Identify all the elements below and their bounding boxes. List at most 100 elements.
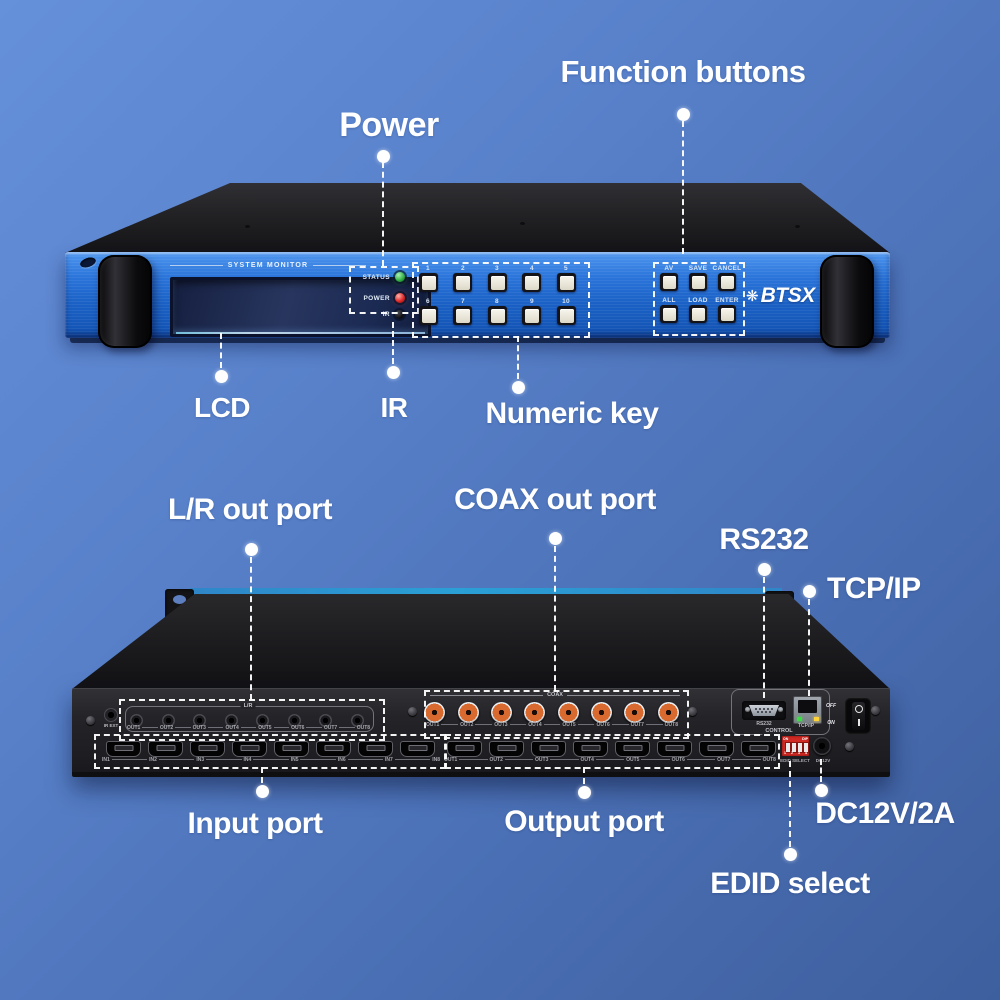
coax-port	[491, 702, 512, 723]
control-group-label: CONTROL	[762, 728, 796, 735]
numeric-key-5	[557, 273, 576, 292]
lr-highlight-box	[119, 699, 385, 741]
numeric-key-7	[453, 306, 472, 325]
callout-dot-function-buttons	[676, 107, 690, 121]
panel-screw	[688, 707, 697, 716]
power-label: POWER	[363, 294, 390, 302]
callout-dot-dc	[814, 783, 828, 797]
brand-logo-icon: ❋	[746, 287, 759, 305]
callout-lcd: LCD	[193, 392, 251, 423]
coax-port	[524, 702, 545, 723]
callout-edid-select: EDID select	[710, 867, 870, 900]
power-switch-off-mark	[854, 705, 863, 713]
callout-function-buttons: Function buttons	[560, 54, 806, 89]
coax-highlight-box	[424, 690, 689, 739]
callout-rs232: RS232	[719, 523, 809, 556]
panel-screw	[86, 716, 95, 725]
coax-port	[458, 702, 479, 723]
hdmi-out-port	[741, 741, 776, 757]
hdmi-in-port	[274, 741, 309, 757]
function-key-save	[689, 273, 707, 291]
coax-port	[558, 702, 579, 723]
hdmi-in-highlight-box	[94, 734, 446, 769]
numeric-key-10	[557, 306, 576, 325]
numeric-key-3-label: 3	[495, 265, 499, 272]
callout-line-coax	[554, 546, 556, 691]
numeric-key-5-label: 5	[564, 265, 568, 272]
callout-dot-input	[255, 784, 269, 798]
hdmi-in-port	[106, 741, 141, 757]
callout-output-port: Output port	[504, 805, 664, 838]
lr-port	[225, 714, 238, 727]
numeric-key-10-label: 10	[562, 298, 570, 305]
callout-input-port: Input port	[187, 807, 323, 840]
callout-line-ir	[392, 322, 394, 364]
function-key-load-label: LOAD	[688, 297, 708, 304]
panel-screw	[408, 707, 417, 716]
callout-dot-coax	[548, 531, 562, 545]
chassis-screw	[520, 222, 525, 225]
hdmi-in-port	[148, 741, 183, 757]
callout-line-input	[261, 767, 263, 783]
chassis-screw	[795, 225, 800, 228]
hdmi-out-port	[615, 741, 650, 757]
display-title-text: SYSTEM MONITOR	[227, 262, 309, 269]
numeric-key-3	[488, 273, 507, 292]
hdmi-in-port	[232, 741, 267, 757]
numeric-key-2	[453, 273, 472, 292]
rear-far-edge	[190, 588, 782, 596]
callout-ir: IR	[380, 392, 409, 423]
callout-dot-ir	[386, 365, 400, 379]
rj45-led-yellow	[813, 717, 819, 721]
chassis-screw	[245, 225, 250, 228]
dc12v-label: DC12V	[815, 758, 831, 763]
numeric-key-4-label: 4	[530, 265, 534, 272]
numeric-key-9-label: 9	[530, 298, 534, 305]
callout-line-function-buttons	[682, 121, 684, 254]
title-rule-right	[313, 265, 367, 266]
rs232-port	[749, 705, 779, 716]
numeric-key-6-label: 6	[426, 298, 430, 305]
hdmi-out-port	[531, 741, 566, 757]
callout-dot-lr	[244, 542, 258, 556]
callout-power: Power	[339, 106, 439, 144]
lr-port	[193, 714, 206, 727]
lr-port	[288, 714, 301, 727]
display-title: SYSTEM MONITOR	[170, 262, 367, 269]
panel-screw	[871, 706, 880, 715]
rear-panel: IR EXT L/R OUT1 OUT2 OUT3 OUT4 OUT5 OUT6…	[72, 688, 890, 777]
callout-dot-power	[376, 149, 390, 163]
numeric-key-7-label: 7	[461, 298, 465, 305]
hdmi-out-port	[489, 741, 524, 757]
function-key-enter-label: ENTER	[715, 297, 739, 304]
hdmi-in-port	[400, 741, 435, 757]
function-key-cancel-label: CANCEL	[712, 265, 742, 272]
coax-group-label: COAX	[430, 691, 681, 699]
callout-line-rs232	[763, 577, 765, 698]
rear-ear-hole-left	[173, 595, 186, 604]
lr-port	[162, 714, 175, 727]
power-indicator: POWER	[352, 293, 405, 303]
lr-port-labels: OUT1 OUT2 OUT3 OUT4 OUT5 OUT6 OUT7 OUT8	[127, 724, 371, 731]
power-switch	[845, 698, 871, 734]
rs232-port-label: RS232	[756, 721, 772, 727]
callout-tcpip: TCP/IP	[827, 572, 921, 605]
coax-port	[624, 702, 645, 723]
brand-logo-text: BTSX	[760, 284, 816, 307]
lr-port	[130, 714, 143, 727]
edid-select-label: EDID SELECT	[780, 758, 810, 763]
rj45-cavity	[797, 700, 817, 713]
numeric-key-6	[419, 306, 438, 325]
status-led	[395, 272, 405, 282]
title-rule-left	[170, 265, 223, 266]
numeric-key-9	[522, 306, 541, 325]
power-switch-on-mark	[857, 719, 860, 726]
rj45-led-green	[796, 717, 802, 721]
lr-port	[319, 714, 332, 727]
front-handle-left	[98, 255, 152, 348]
callout-line-lr	[250, 557, 252, 700]
callout-dot-tcpip	[802, 584, 816, 598]
brand-logo: ❋ BTSX	[746, 282, 842, 310]
